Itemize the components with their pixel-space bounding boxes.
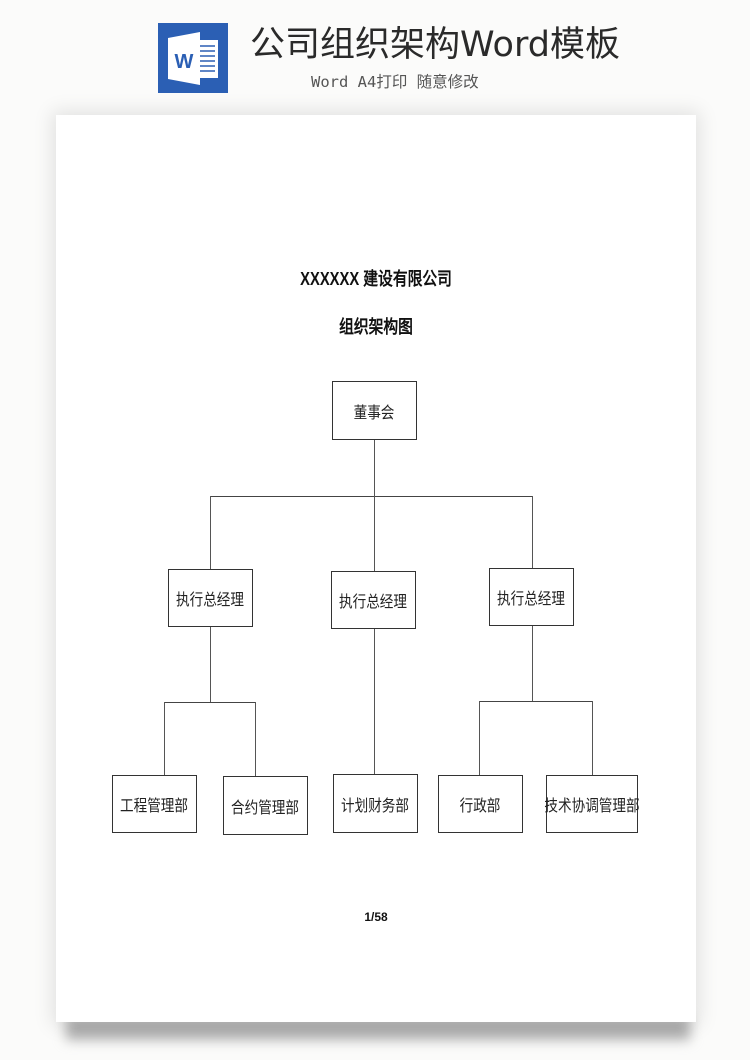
connector-line: [479, 701, 480, 775]
org-node-board: 董事会: [332, 381, 417, 440]
org-node-label: 技术协调管理部: [544, 798, 640, 815]
org-node-label: 执行总经理: [176, 592, 245, 609]
org-node-engineering-dept: 工程管理部: [112, 775, 197, 833]
word-icon: W: [158, 23, 228, 93]
svg-text:W: W: [175, 51, 194, 73]
org-node-label: 工程管理部: [120, 798, 189, 815]
org-node-label: 合约管理部: [231, 799, 300, 817]
template-subtitle: Word A4打印 随意修改: [311, 73, 479, 91]
connector-line: [164, 702, 165, 775]
org-node-gm-right: 执行总经理: [489, 568, 574, 626]
connector-line: [255, 702, 256, 776]
connector-line: [164, 702, 255, 703]
org-node-contract-dept: 合约管理部: [223, 776, 308, 835]
connector-line: [374, 440, 375, 496]
chart-title: 组织架构图: [339, 317, 413, 337]
org-node-label: 执行总经理: [339, 594, 408, 611]
connector-line: [374, 629, 375, 774]
org-node-finance-dept: 计划财务部: [333, 774, 418, 833]
page-number: 1/58: [364, 910, 388, 924]
org-node-label: 执行总经理: [497, 591, 566, 608]
company-title: XXXXXX 建设有限公司: [300, 269, 452, 289]
org-node-label: 计划财务部: [341, 797, 410, 815]
connector-line: [479, 701, 592, 702]
org-node-admin-dept: 行政部: [438, 775, 523, 833]
document-page: XXXXXX 建设有限公司 组织架构图 董事会 执行总经理 执行总经理 执行总经…: [56, 115, 696, 1022]
org-node-label: 董事会: [354, 404, 395, 422]
connector-line: [532, 626, 533, 701]
org-node-gm-left: 执行总经理: [168, 569, 253, 627]
connector-line: [592, 701, 593, 775]
template-title: 公司组织架构Word模板: [250, 25, 620, 65]
connector-line: [210, 496, 532, 497]
org-node-gm-middle: 执行总经理: [331, 571, 416, 629]
org-node-tech-coordination-dept: 技术协调管理部: [544, 775, 640, 833]
connector-line: [374, 496, 375, 571]
connector-line: [210, 496, 211, 569]
connector-line: [210, 627, 211, 702]
org-node-label: 行政部: [460, 798, 501, 815]
connector-line: [532, 496, 533, 568]
